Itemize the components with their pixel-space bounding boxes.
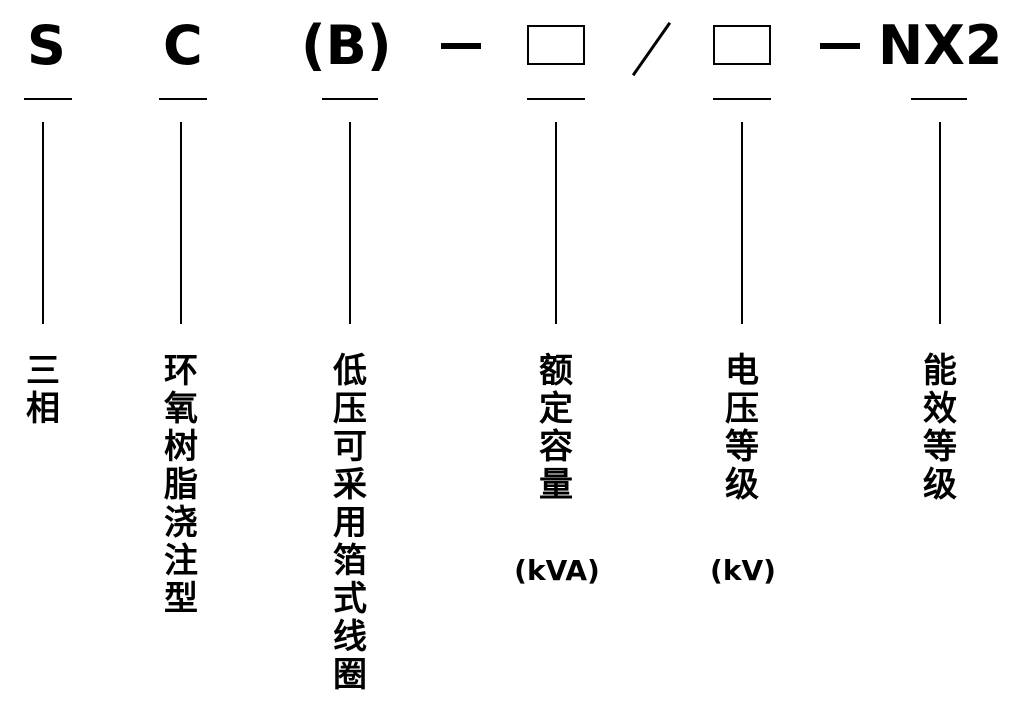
label-char: 等	[923, 427, 957, 467]
label-char: 容	[539, 427, 573, 467]
label-phase: 三相	[23, 352, 63, 428]
connector-voltage	[741, 122, 743, 324]
underline-efficiency	[911, 98, 967, 100]
unit-voltage: (kV)	[710, 554, 776, 587]
label-char: 级	[923, 465, 957, 505]
label-capacity: 额定容量	[536, 352, 576, 504]
label-char: 低	[333, 351, 367, 391]
underline-voltage	[713, 98, 771, 100]
label-char: 可	[333, 427, 367, 467]
separator-slash	[631, 21, 672, 77]
label-char: 环	[164, 351, 198, 391]
code-phase: S	[27, 14, 66, 77]
connector-insulation	[180, 122, 182, 324]
label-char: 脂	[164, 465, 198, 505]
label-char: 用	[333, 503, 367, 543]
label-char: 定	[539, 389, 573, 429]
unit-capacity: (kVA)	[514, 554, 600, 587]
label-efficiency: 能效等级	[920, 352, 960, 504]
capacity-placeholder-box	[527, 25, 585, 65]
connector-phase	[42, 122, 44, 324]
label-char: 线	[333, 617, 367, 657]
underline-capacity	[527, 98, 585, 100]
label-voltage: 电压等级	[722, 352, 762, 504]
label-char: 箔	[333, 541, 367, 581]
label-char: 等	[725, 427, 759, 467]
connector-efficiency	[939, 122, 941, 324]
label-winding: 低压可采用箔式线圈	[330, 352, 370, 694]
label-char: 三	[26, 351, 60, 391]
underline-insulation	[159, 98, 207, 100]
label-char: 量	[539, 465, 573, 505]
underline-phase	[24, 98, 72, 100]
label-char: 树	[164, 427, 198, 467]
label-char: 氧	[164, 389, 198, 429]
label-char: 型	[164, 579, 198, 619]
label-char: 圈	[333, 655, 367, 695]
label-char: 压	[333, 389, 367, 429]
code-efficiency: NX2	[878, 14, 1003, 77]
separator-dash	[441, 43, 481, 49]
underline-winding	[322, 98, 378, 100]
label-char: 相	[26, 389, 60, 429]
label-char: 注	[164, 541, 198, 581]
label-char: 电	[725, 351, 759, 391]
label-char: 效	[923, 389, 957, 429]
separator-dash	[820, 43, 860, 49]
label-char: 压	[725, 389, 759, 429]
label-char: 额	[539, 351, 573, 391]
voltage-placeholder-box	[713, 25, 771, 65]
label-char: 级	[725, 465, 759, 505]
connector-winding	[349, 122, 351, 324]
label-char: 式	[333, 579, 367, 619]
connector-capacity	[555, 122, 557, 324]
code-insulation: C	[163, 14, 203, 77]
code-winding: (B)	[301, 14, 392, 77]
label-char: 能	[923, 351, 957, 391]
label-char: 浇	[164, 503, 198, 543]
label-char: 采	[333, 465, 367, 505]
label-insulation: 环氧树脂浇注型	[161, 352, 201, 618]
